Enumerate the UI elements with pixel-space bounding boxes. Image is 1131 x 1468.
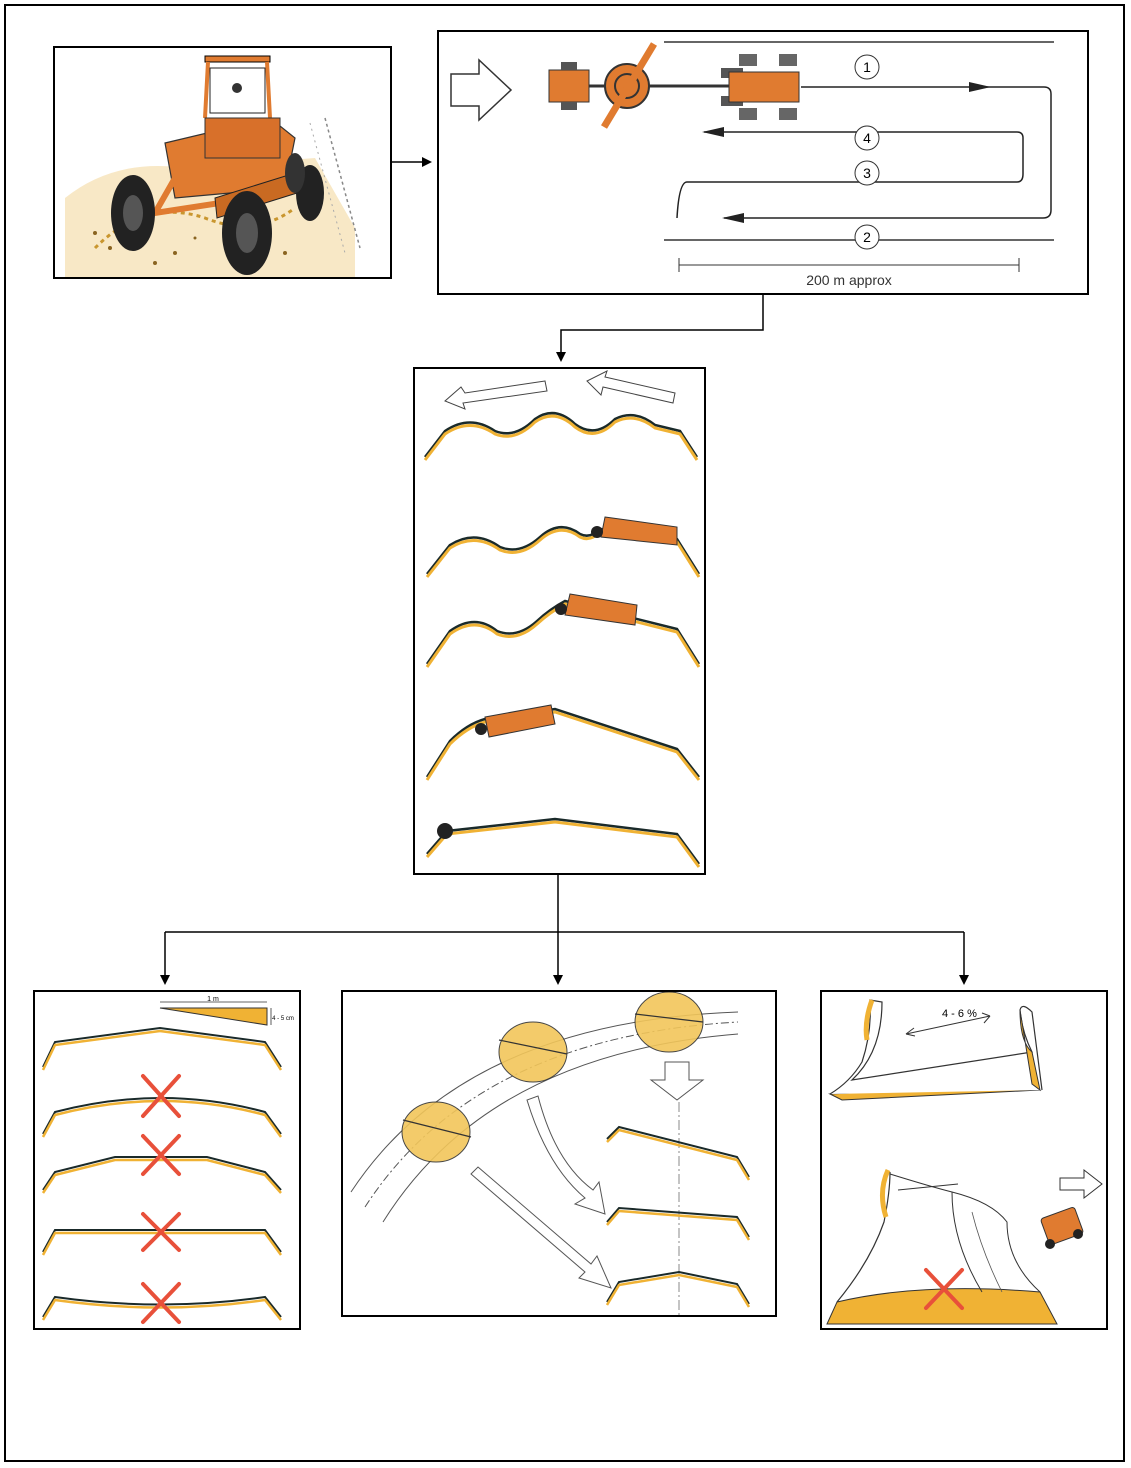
curve-section-marker (634, 992, 704, 1053)
svg-text:4: 4 (863, 130, 871, 146)
curved-arrow-icon (470, 1166, 612, 1289)
direction-arrow-icon (450, 58, 513, 122)
pass-label-3: 3 (854, 160, 880, 186)
width-label: 1 m (207, 996, 219, 1003)
motor-grader-icon (65, 55, 361, 277)
svg-text:2: 2 (863, 229, 871, 245)
grader-photo-panel (53, 46, 392, 279)
curve-diagram (350, 992, 751, 1315)
svg-text:1: 1 (863, 59, 871, 75)
windrow-panel: 4 - 6 % (820, 990, 1108, 1330)
connector-passes-to-profiles (556, 294, 764, 362)
left-arrow-icon (444, 380, 548, 410)
left-arrow-icon (586, 370, 676, 404)
wrong-cross-icon (141, 1074, 181, 1118)
page-frame (4, 4, 1125, 1462)
connector-profiles-to-bottom (165, 875, 964, 933)
wrong-cross-icon (141, 1134, 181, 1176)
svg-text:3: 3 (863, 165, 871, 181)
wrong-cross-icon (141, 1282, 181, 1324)
pass-label-4: 4 (854, 125, 880, 151)
grader-topview-icon (548, 42, 800, 129)
profile-sequence (423, 370, 701, 868)
crossfall-wedge (159, 1007, 268, 1026)
passes-diagram: 1 4 3 2 200 m approx (450, 41, 1054, 288)
grader-blade-icon (564, 593, 638, 626)
crossfall-panel: 1 m 4 - 5 cm (33, 990, 301, 1330)
curve-superelevation-panel (341, 990, 777, 1317)
curve-section-marker (498, 1021, 568, 1083)
profile-sequence-panel (413, 367, 706, 875)
wrong-cross-icon (141, 1212, 181, 1252)
distance-label: 200 m approx (806, 272, 892, 288)
pass-label-1: 1 (854, 54, 880, 80)
down-arrow-icon (649, 1061, 705, 1101)
pickup-truck-icon (1040, 1207, 1084, 1249)
wrong-cross-icon (924, 1268, 964, 1310)
depth-label: 4 - 5 cm (272, 1016, 294, 1022)
windrow-diagram: 4 - 6 % (826, 999, 1103, 1325)
right-arrow-icon (1059, 1168, 1103, 1200)
grader-blade-icon (600, 516, 678, 546)
passes-diagram-panel: 1 4 3 2 200 m approx (437, 30, 1089, 295)
curve-section-marker (401, 1101, 471, 1163)
curved-arrow-icon (526, 1095, 606, 1215)
crossfall-diagram: 1 m 4 - 5 cm (41, 996, 294, 1324)
slope-label: 4 - 6 % (942, 1008, 977, 1020)
pass-label-2: 2 (854, 224, 880, 250)
grader-blade-icon (484, 704, 556, 738)
